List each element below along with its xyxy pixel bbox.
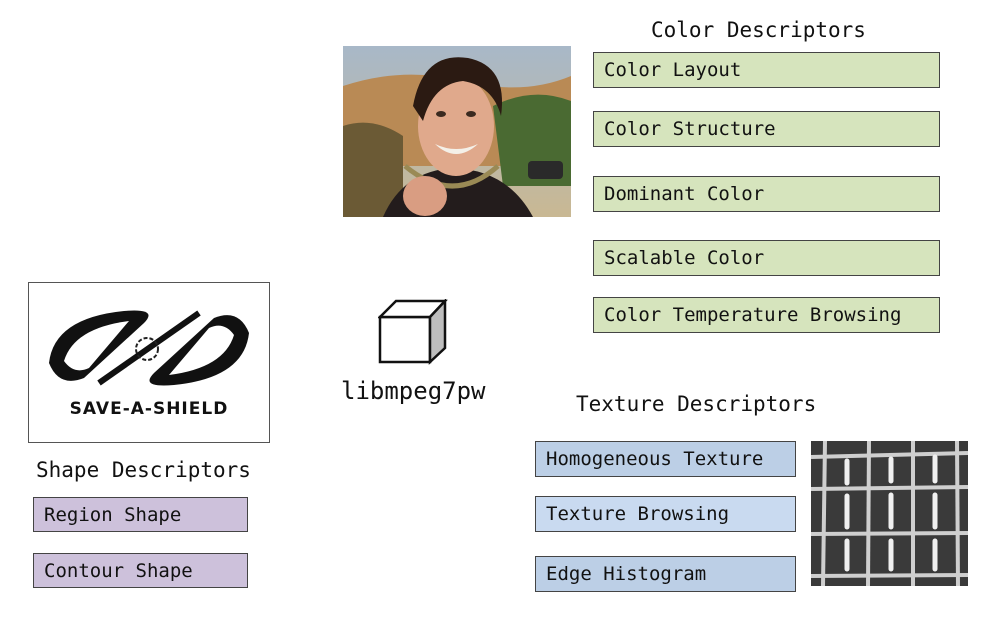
edge-histogram-box: Edge Histogram: [535, 556, 796, 592]
homogeneous-texture-box: Homogeneous Texture: [535, 441, 796, 477]
texture-descriptors-heading: Texture Descriptors: [576, 392, 817, 416]
shape-descriptors-heading: Shape Descriptors: [36, 458, 251, 482]
cube-icon: [378, 299, 448, 365]
color-sample-photo: [343, 46, 571, 217]
shape-logo-text: SAVE-A-SHIELD: [70, 399, 229, 419]
texture-browsing-box: Texture Browsing: [535, 496, 796, 532]
shape-sample-logo: SAVE-A-SHIELD: [28, 282, 270, 443]
color-temperature-browsing-box: Color Temperature Browsing: [593, 297, 940, 333]
color-descriptors-heading: Color Descriptors: [651, 18, 866, 42]
dominant-color-box: Dominant Color: [593, 176, 940, 212]
texture-sample-image: [811, 441, 968, 586]
region-shape-box: Region Shape: [33, 497, 248, 532]
color-layout-box: Color Layout: [593, 52, 940, 88]
color-structure-box: Color Structure: [593, 111, 940, 147]
shield-logo-graphic: [49, 310, 249, 386]
library-label: libmpeg7pw: [341, 377, 486, 405]
scalable-color-box: Scalable Color: [593, 240, 940, 276]
contour-shape-box: Contour Shape: [33, 553, 248, 588]
